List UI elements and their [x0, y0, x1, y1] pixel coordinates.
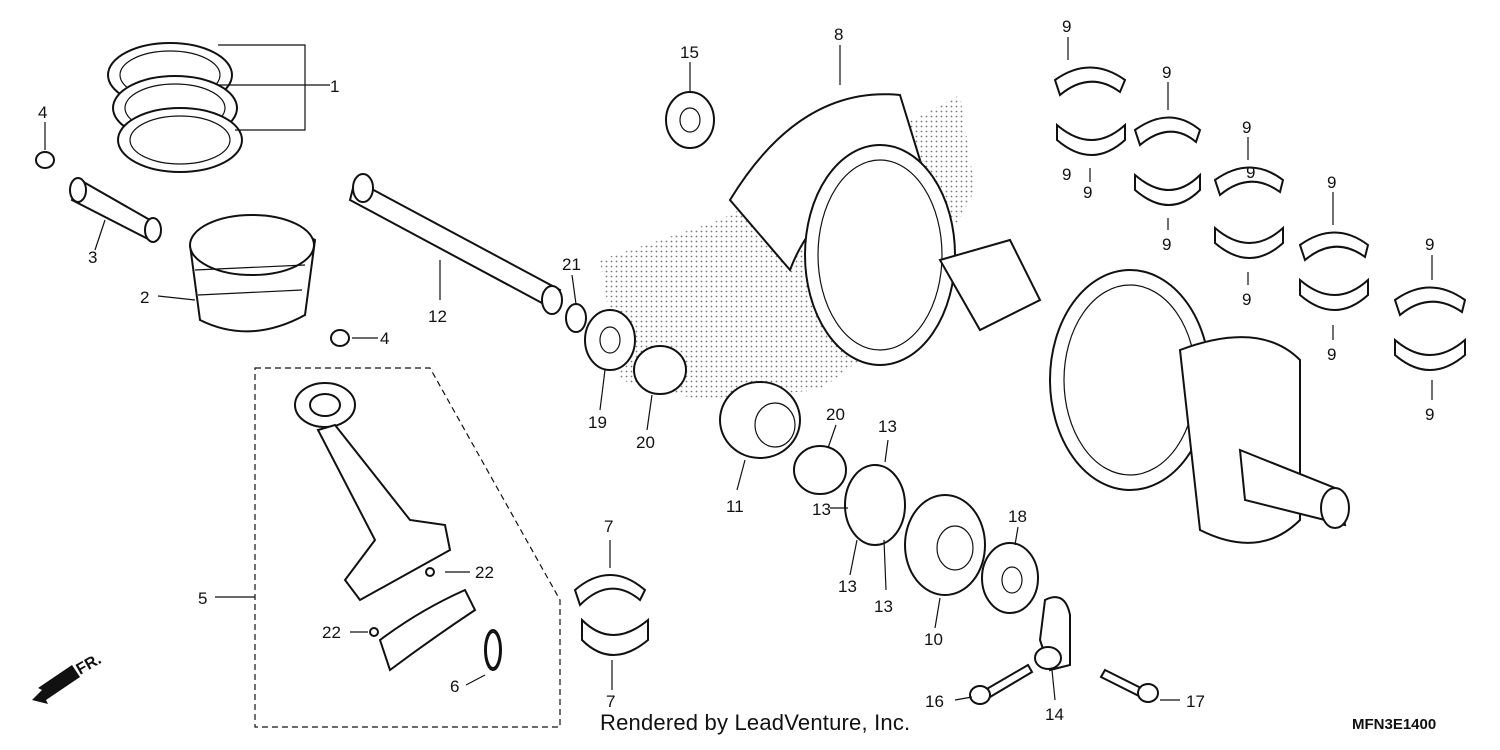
- callout-9-e: 9: [1242, 118, 1251, 137]
- callout-10: 10: [924, 630, 943, 649]
- bolt-16[interactable]: [969, 663, 1034, 705]
- callout-9-j: 9: [1425, 405, 1434, 424]
- piston-pin-clip-top[interactable]: [35, 151, 55, 169]
- oil-seal-ring[interactable]: [565, 303, 587, 333]
- callout-14: 14: [1045, 705, 1064, 724]
- bolt-6[interactable]: [485, 631, 501, 669]
- callout-8: 8: [834, 25, 843, 44]
- callout-15: 15: [680, 43, 699, 62]
- callout-19: 19: [588, 413, 607, 432]
- conrod-bearing[interactable]: [573, 574, 649, 656]
- callout-9-f: 9: [1242, 290, 1251, 309]
- callout-9-k: 9: [1062, 165, 1071, 184]
- callout-13-d: 13: [874, 597, 893, 616]
- thrust-washer[interactable]: [584, 309, 636, 371]
- callout-20-a: 20: [636, 433, 655, 452]
- balancer-drive-gear[interactable]: [665, 91, 715, 149]
- callout-9-c: 9: [1162, 63, 1171, 82]
- dowel-22-lower[interactable]: [369, 627, 379, 637]
- main-bearings[interactable]: [1053, 66, 1467, 371]
- callout-9-l: 9: [1246, 163, 1255, 182]
- render-credit: Rendered by LeadVenture, Inc.: [600, 710, 911, 735]
- callout-2: 2: [140, 288, 149, 307]
- callout-1: 1: [330, 77, 339, 96]
- bearing-holder[interactable]: [719, 381, 801, 459]
- callout-6: 6: [450, 677, 459, 696]
- callout-9-b: 9: [1083, 183, 1092, 202]
- callout-20-b: 20: [826, 405, 845, 424]
- callout-9-g: 9: [1327, 173, 1336, 192]
- primary-gear[interactable]: [904, 494, 986, 596]
- piston-pin[interactable]: [69, 177, 162, 243]
- connecting-rod-group-outline: [254, 367, 561, 728]
- bracket-14[interactable]: [1034, 596, 1071, 672]
- callout-9-d: 9: [1162, 235, 1171, 254]
- callout-4-top: 4: [38, 103, 47, 122]
- callout-13-b: 13: [812, 500, 831, 519]
- piston-pin-clip-bottom[interactable]: [330, 329, 350, 347]
- leader-lines: [44, 37, 1433, 701]
- piston[interactable]: [188, 214, 317, 333]
- diagram-code: MFN3E1400: [1352, 716, 1437, 733]
- callouts: 1 2 3 4 4 5 6 7 7 8 9 9 9 9 9 9 9 9 9 9 …: [38, 17, 1434, 724]
- callout-12: 12: [428, 307, 447, 326]
- front-direction-arrow: FR.: [32, 651, 104, 704]
- callout-17: 17: [1186, 692, 1205, 711]
- callout-16: 16: [925, 692, 944, 711]
- crankshaft[interactable]: [728, 93, 1350, 544]
- spacer-collar[interactable]: [844, 464, 906, 546]
- washer-18[interactable]: [981, 542, 1039, 614]
- bolt-17[interactable]: [1099, 668, 1159, 703]
- callout-4-bottom: 4: [380, 329, 389, 348]
- callout-18: 18: [1008, 507, 1027, 526]
- callout-9-i: 9: [1425, 235, 1434, 254]
- callout-21: 21: [562, 255, 581, 274]
- callout-22-a: 22: [475, 563, 494, 582]
- callout-9-a: 9: [1062, 17, 1071, 36]
- callout-13-a: 13: [878, 417, 897, 436]
- callout-3: 3: [88, 248, 97, 267]
- callout-11: 11: [726, 497, 744, 516]
- countershaft[interactable]: [348, 173, 563, 315]
- callout-22-b: 22: [322, 623, 341, 642]
- dowel-22-upper[interactable]: [425, 567, 435, 577]
- needle-bearing-1[interactable]: [633, 345, 687, 395]
- needle-bearing-2[interactable]: [793, 445, 847, 495]
- callout-13-c: 13: [838, 577, 857, 596]
- piston-rings[interactable]: [107, 42, 243, 173]
- callout-9-h: 9: [1327, 345, 1336, 364]
- callout-5: 5: [198, 589, 207, 608]
- callout-7-top: 7: [604, 517, 613, 536]
- callout-7-bottom: 7: [606, 692, 615, 711]
